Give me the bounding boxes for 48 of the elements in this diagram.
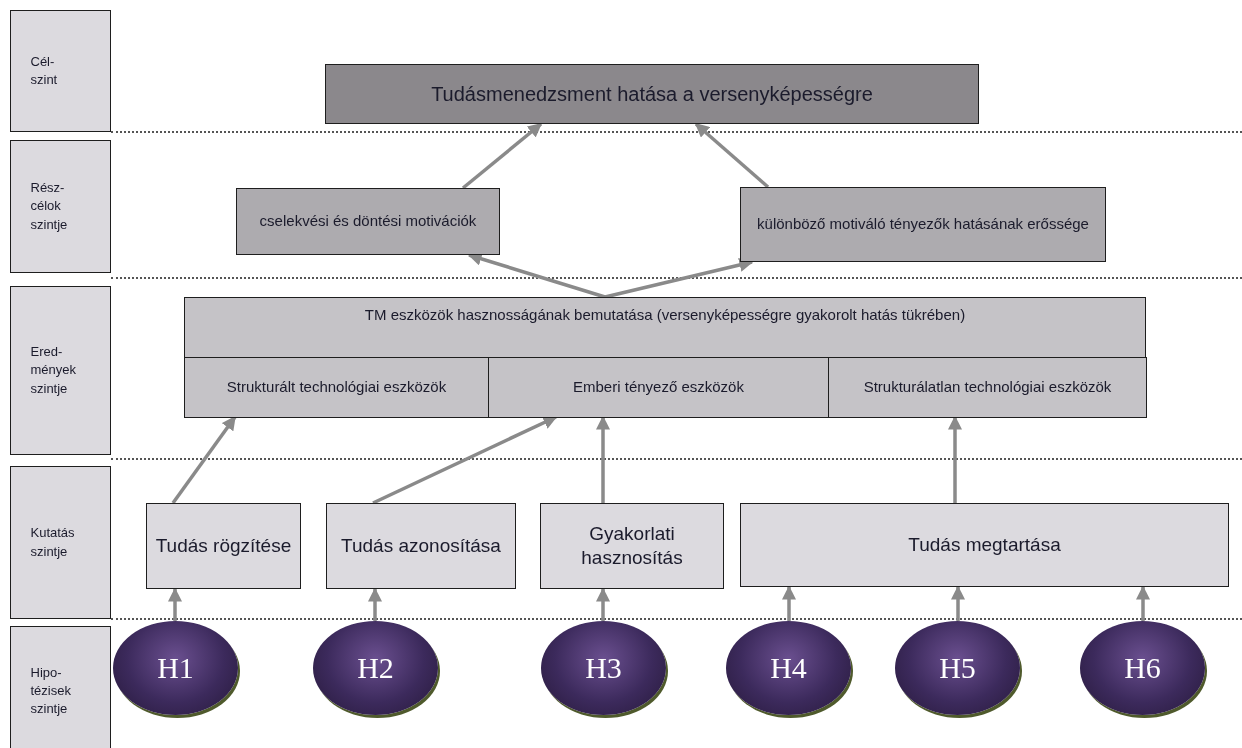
box-text: Emberi tényező eszközök	[573, 378, 744, 397]
level-box	[10, 10, 111, 132]
hypothesis-ellipse	[113, 621, 238, 715]
box-text: különböző motiváló tényezők hatásának erőssége	[757, 215, 1089, 234]
hypothesis-label: H2	[357, 651, 394, 685]
box-text: cselekvési és döntési motivációk	[259, 212, 477, 231]
arrow	[604, 258, 754, 299]
box-text: Strukturált technológiai eszközök	[226, 378, 447, 397]
arrow	[782, 585, 796, 621]
subgoal-box	[236, 188, 500, 255]
hypothesis-label: H1	[157, 651, 194, 685]
box-text: Tudás rögzítése	[155, 534, 292, 558]
hypothesis-label: H4	[770, 651, 807, 685]
level-box	[10, 466, 111, 619]
level-box	[10, 626, 111, 748]
hypothesis-label: H6	[1124, 651, 1161, 685]
research-box	[540, 503, 724, 589]
box-text: Tudás azonosítása	[341, 534, 501, 558]
level-box	[10, 286, 111, 455]
level-label: Rész- célok szintje	[30, 179, 69, 234]
box-text: Tudás megtartása	[908, 533, 1061, 557]
box-text: Tudásmenedzsment hatása a versenyképességre	[431, 81, 873, 107]
hypothesis-label: H3	[585, 651, 622, 685]
arrow	[951, 585, 965, 621]
tool-cell	[828, 357, 1147, 418]
subgoal-box	[740, 187, 1106, 262]
arrow	[694, 122, 770, 189]
box-text: Gyakorlati hasznosítás	[580, 522, 684, 570]
research-box	[326, 503, 516, 589]
level-label: Ered- mények szintje	[30, 343, 78, 398]
results-box	[184, 297, 1146, 417]
level-box	[10, 140, 111, 273]
arrow	[1136, 585, 1150, 621]
tool-cell	[488, 357, 829, 418]
tool-cell	[184, 357, 489, 418]
arrow	[596, 587, 610, 621]
arrow	[368, 587, 382, 621]
hypothesis-label: H5	[939, 651, 976, 685]
goal-box	[325, 64, 979, 124]
research-box	[740, 503, 1229, 587]
research-box	[146, 503, 301, 589]
box-text: Strukturálatlan technológiai eszközök	[863, 378, 1112, 397]
level-label: Kutatás szintje	[30, 524, 76, 561]
box-heading: TM eszközök hasznosságának bemutatása (versenyképességre gyakorolt hatás tükrében)	[364, 306, 966, 325]
arrow	[461, 122, 543, 190]
level-label: Cél- szint	[30, 52, 59, 89]
arrow	[168, 587, 182, 621]
level-label: Hipo- tézisek szintje	[30, 663, 72, 719]
